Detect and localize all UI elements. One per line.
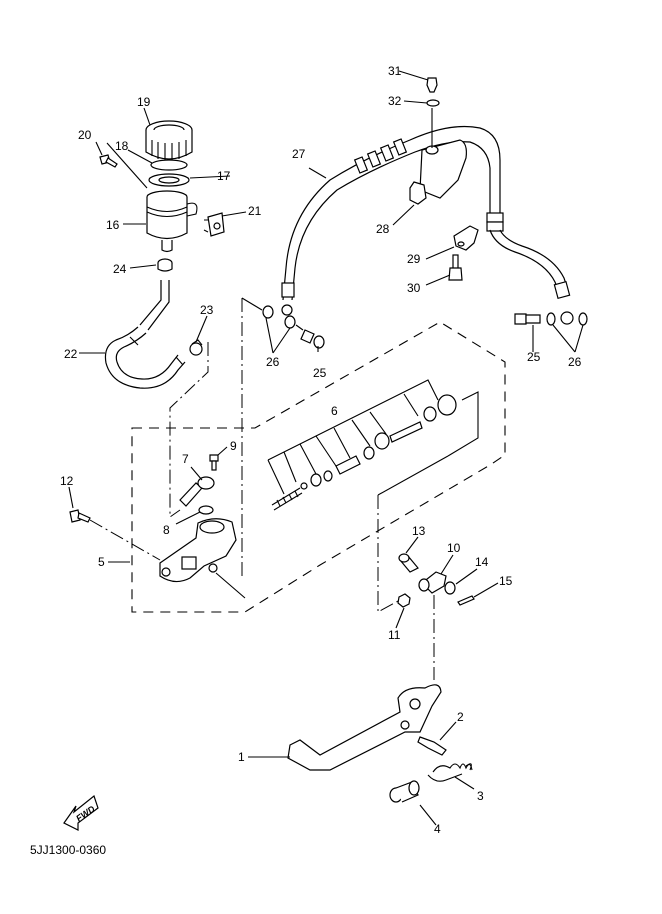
reservoir-bracket[interactable] xyxy=(203,212,225,237)
callout-14[interactable]: 14 xyxy=(475,555,489,569)
callout-21[interactable]: 21 xyxy=(248,204,262,218)
piston-kit[interactable] xyxy=(271,394,457,511)
reservoir-plate[interactable] xyxy=(148,173,190,187)
brake-hose[interactable] xyxy=(281,125,574,325)
callout-26-left[interactable]: 26 xyxy=(266,355,280,369)
callout-27[interactable]: 27 xyxy=(292,147,306,161)
callout-13[interactable]: 13 xyxy=(412,524,426,538)
hose-joint[interactable] xyxy=(179,476,215,507)
callout-23[interactable]: 23 xyxy=(200,303,214,317)
washer-26-right[interactable] xyxy=(546,312,588,326)
callout-29[interactable]: 29 xyxy=(407,252,421,266)
nut[interactable] xyxy=(397,593,411,608)
hose-clamp[interactable] xyxy=(189,339,203,356)
master-cylinder[interactable] xyxy=(159,518,237,583)
brake-pedal[interactable] xyxy=(287,684,442,771)
reservoir-bolt[interactable] xyxy=(99,154,118,168)
cotter-pin[interactable] xyxy=(457,595,475,606)
callout-30[interactable]: 30 xyxy=(407,281,421,295)
bolt-31[interactable] xyxy=(426,77,438,93)
union-bolt-25-left[interactable] xyxy=(295,324,325,349)
callout-10[interactable]: 10 xyxy=(447,541,461,555)
clevis[interactable] xyxy=(418,571,447,594)
washer-32[interactable] xyxy=(426,99,440,107)
callout-9[interactable]: 9 xyxy=(230,439,237,453)
callout-5[interactable]: 5 xyxy=(98,555,105,569)
o-ring[interactable] xyxy=(198,505,214,515)
callout-15[interactable]: 15 xyxy=(499,574,513,588)
callout-25-right[interactable]: 25 xyxy=(527,350,541,364)
callout-7[interactable]: 7 xyxy=(182,452,189,466)
callout-2[interactable]: 2 xyxy=(457,710,464,724)
fwd-arrow-icon: FWD xyxy=(63,794,99,831)
callout-1[interactable]: 1 xyxy=(238,750,245,764)
callout-32[interactable]: 32 xyxy=(388,94,402,108)
callout-31[interactable]: 31 xyxy=(388,64,402,78)
callout-18[interactable]: 18 xyxy=(115,139,129,153)
callout-24[interactable]: 24 xyxy=(113,262,127,276)
callout-12[interactable]: 12 xyxy=(60,474,74,488)
reservoir-cap[interactable] xyxy=(145,120,193,160)
washer-26-left[interactable] xyxy=(262,305,296,329)
diagram-code: 5JJ1300-0360 xyxy=(30,843,107,857)
callout-20[interactable]: 20 xyxy=(78,128,92,142)
pedal-bushing[interactable] xyxy=(389,780,420,803)
union-bolt-25-right[interactable] xyxy=(514,313,541,325)
return-spring[interactable] xyxy=(427,763,473,782)
callout-6[interactable]: 6 xyxy=(331,404,338,418)
callout-26-right[interactable]: 26 xyxy=(568,355,582,369)
clevis-pin[interactable] xyxy=(398,553,419,573)
reservoir-diaphragm[interactable] xyxy=(150,159,188,171)
hose-clip-24[interactable] xyxy=(157,258,173,272)
hose-bracket[interactable] xyxy=(453,225,479,251)
hose-guide[interactable] xyxy=(409,139,467,205)
callout-19[interactable]: 19 xyxy=(137,95,151,109)
callout-11[interactable]: 11 xyxy=(388,628,401,642)
bolt-12[interactable] xyxy=(69,509,91,523)
callout-8[interactable]: 8 xyxy=(163,523,170,537)
reservoir-hose[interactable] xyxy=(104,280,186,389)
callout-25-left[interactable]: 25 xyxy=(313,366,327,380)
adjusting-bolt[interactable] xyxy=(417,736,447,756)
callout-22[interactable]: 22 xyxy=(64,347,78,361)
screw-9[interactable] xyxy=(209,454,219,471)
washer-14[interactable] xyxy=(444,581,456,595)
callout-17[interactable]: 17 xyxy=(217,169,231,183)
reservoir-tank[interactable] xyxy=(146,190,198,253)
callout-16[interactable]: 16 xyxy=(106,218,120,232)
callout-3[interactable]: 3 xyxy=(477,789,484,803)
bolt-30[interactable] xyxy=(448,254,463,281)
callout-4[interactable]: 4 xyxy=(434,822,441,836)
callout-28[interactable]: 28 xyxy=(376,222,390,236)
